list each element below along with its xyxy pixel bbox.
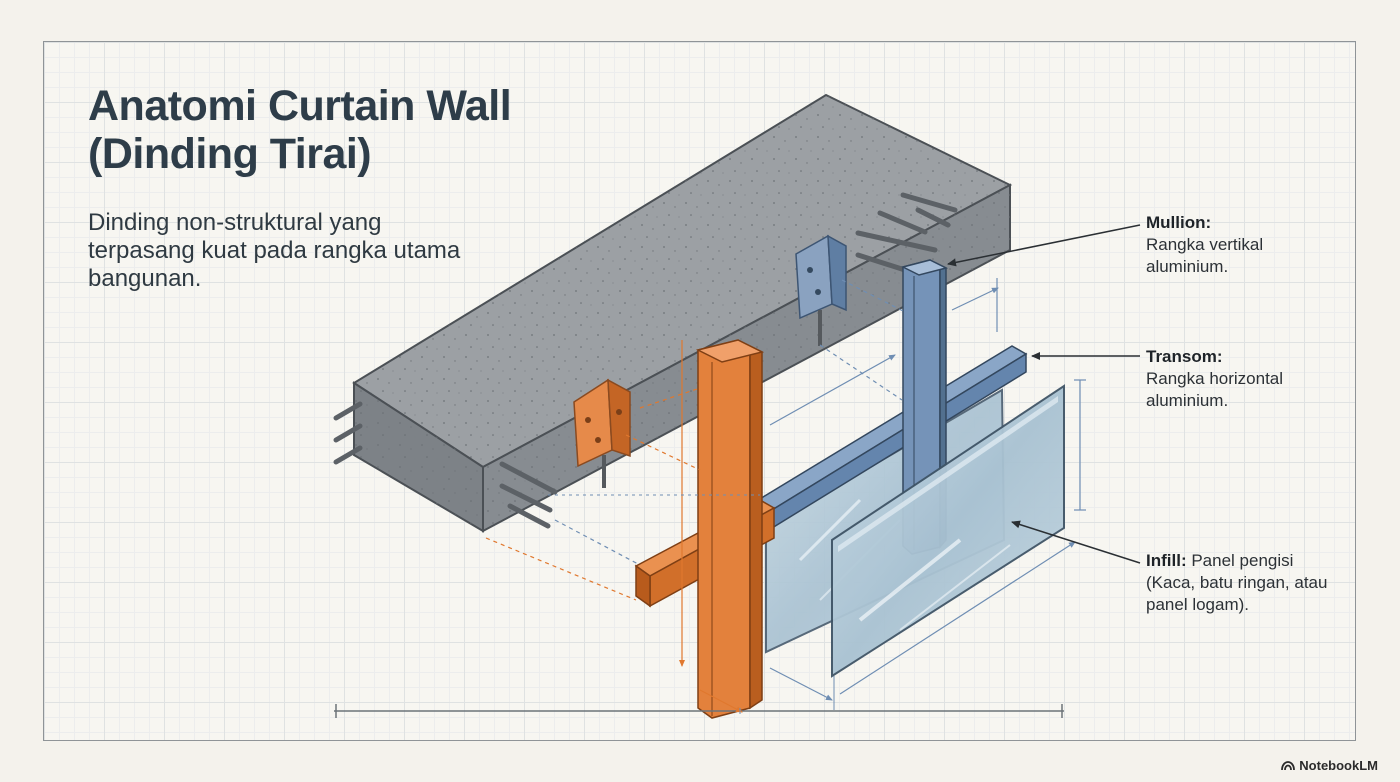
mullion-term: Mullion: [1146, 213, 1212, 232]
notebooklm-brand: NotebookLM [1281, 758, 1378, 773]
transom-label: Transom: Rangka horizontal aluminium. [1146, 346, 1346, 412]
transom-desc: Rangka horizontal aluminium. [1146, 369, 1284, 410]
glass-pane-front [831, 384, 1065, 678]
mullion-desc: Rangka vertikal aluminium. [1146, 235, 1264, 276]
blue-bracket [795, 234, 847, 346]
callout-leaders [947, 224, 1141, 564]
title-line-2: (Dinding Tirai) [88, 130, 372, 178]
transom-term: Transom: [1146, 347, 1223, 366]
infill-label: Infill: Panel pengisi (Kaca, batu ringan… [1146, 550, 1366, 616]
orange-frame [634, 339, 776, 719]
dimension-lines [334, 278, 1086, 718]
infill-desc-2: (Kaca, batu ringan, atau panel logam). [1146, 573, 1328, 614]
page-title: Anatomi Curtain Wall (Dinding Tirai) [88, 82, 512, 178]
rebar-ends [333, 192, 958, 529]
mullion-label: Mullion: Rangka vertikal aluminium. [1146, 212, 1346, 278]
infill-desc-1: Panel pengisi [1186, 551, 1294, 570]
subtitle: Dinding non-struktural yang terpasang ku… [88, 209, 461, 292]
title-line-1: Anatomi Curtain Wall [88, 82, 512, 130]
infill-term: Infill: [1146, 551, 1187, 570]
notebooklm-logo-icon [1281, 760, 1296, 770]
brand-name: NotebookLM [1299, 758, 1378, 773]
orange-bracket [573, 378, 631, 488]
